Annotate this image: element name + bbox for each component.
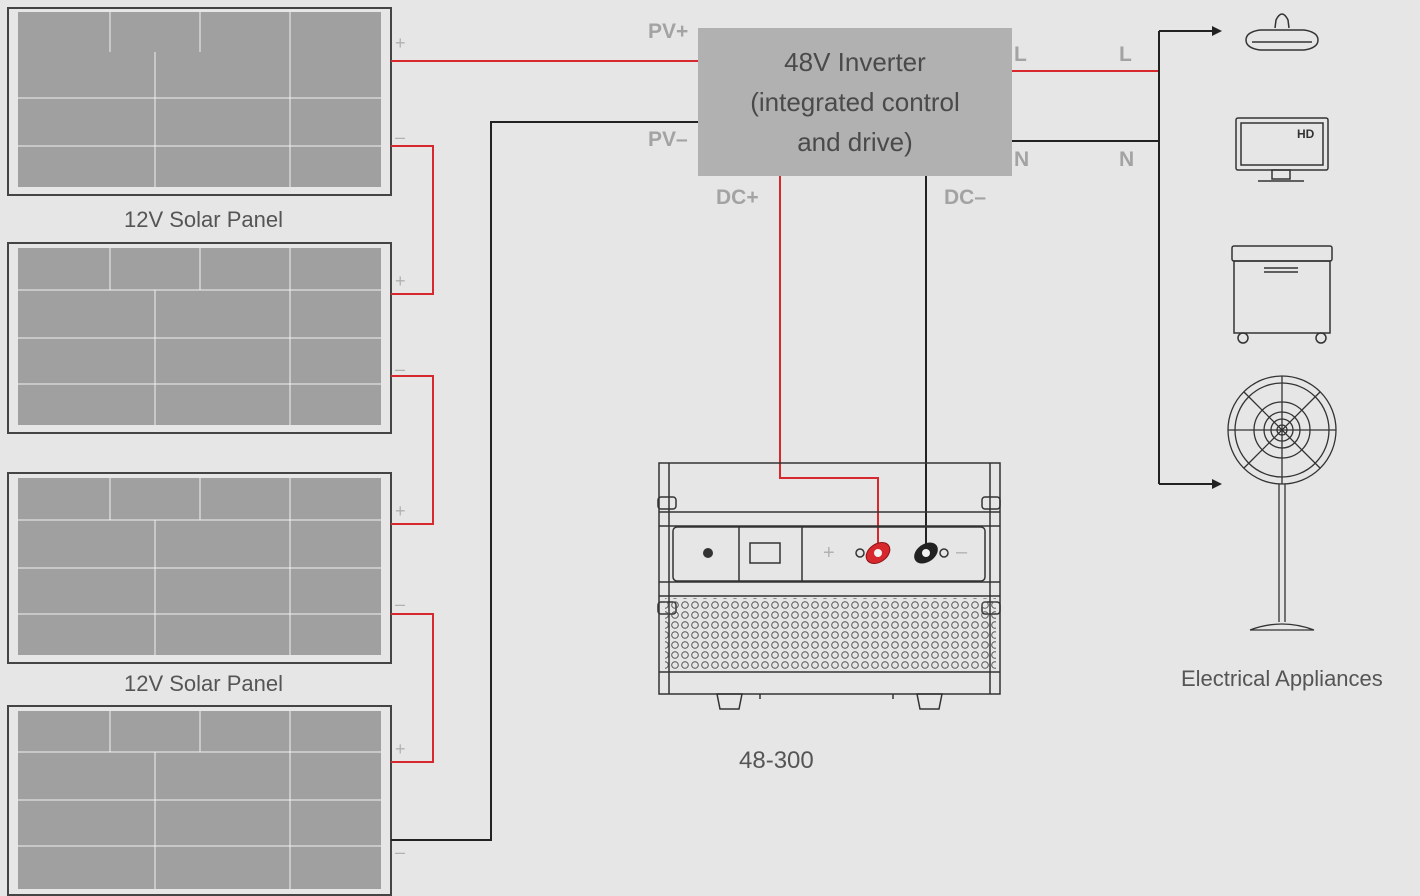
solar-panel-2 [7, 242, 392, 434]
line-wire-label: L [1119, 43, 1132, 66]
lamp-icon [1245, 13, 1319, 51]
battery-power-button[interactable] [703, 548, 713, 558]
battery-vent-mesh [665, 598, 996, 669]
battery-minus-label: – [956, 541, 968, 563]
solar-panel-label-top: 12V Solar Panel [124, 207, 283, 232]
inverter-box [698, 28, 1012, 176]
inverter-n-terminal-label: N [1014, 148, 1030, 171]
panel-4-minus-label: – [395, 842, 406, 862]
inverter-subtitle-line1: (integrated control [750, 87, 960, 117]
battery-positive-terminal [855, 542, 891, 564]
pv-plus-terminal-label: PV+ [648, 20, 689, 43]
panel-series-links [391, 145, 434, 763]
solar-panel-4 [7, 705, 392, 896]
panel-2-plus-label: + [395, 271, 406, 291]
battery-model-label: 48-300 [739, 747, 814, 774]
pv-minus-terminal-label: PV– [648, 128, 688, 151]
pv-negative-wire [391, 121, 698, 841]
freezer-icon [1231, 245, 1333, 344]
panel-4-plus-label: + [395, 739, 406, 759]
battery-plus-label: + [823, 542, 835, 564]
solar-panel-1 [7, 7, 392, 196]
battery-negative-terminal [914, 542, 949, 564]
appliance-bus [1158, 26, 1222, 489]
panel-3-minus-label: – [395, 594, 406, 614]
fan-icon [1227, 375, 1337, 631]
battery-unit [657, 462, 1001, 710]
dc-positive-wire [779, 176, 879, 548]
inverter-title: 48V Inverter [784, 47, 926, 77]
solar-panel-label-bottom: 12V Solar Panel [124, 671, 283, 696]
panel-3-plus-label: + [395, 501, 406, 521]
solar-panel-3 [7, 472, 392, 664]
inverter-l-terminal-label: L [1014, 43, 1027, 66]
tv-hd-badge: HD [1297, 127, 1315, 141]
panel-1-minus-label: – [395, 127, 406, 147]
panel-1-plus-label: + [395, 33, 406, 53]
inverter-subtitle-line2: and drive) [797, 127, 913, 157]
dc-plus-terminal-label: DC+ [716, 186, 759, 209]
appliances-label: Electrical Appliances [1181, 666, 1383, 691]
neutral-wire-label: N [1119, 148, 1135, 171]
inverter-label: 48V Inverter (integrated control and dri… [698, 42, 1012, 162]
dc-minus-terminal-label: DC– [944, 186, 987, 209]
panel-2-minus-label: – [395, 359, 406, 379]
tv-icon [1235, 117, 1329, 182]
